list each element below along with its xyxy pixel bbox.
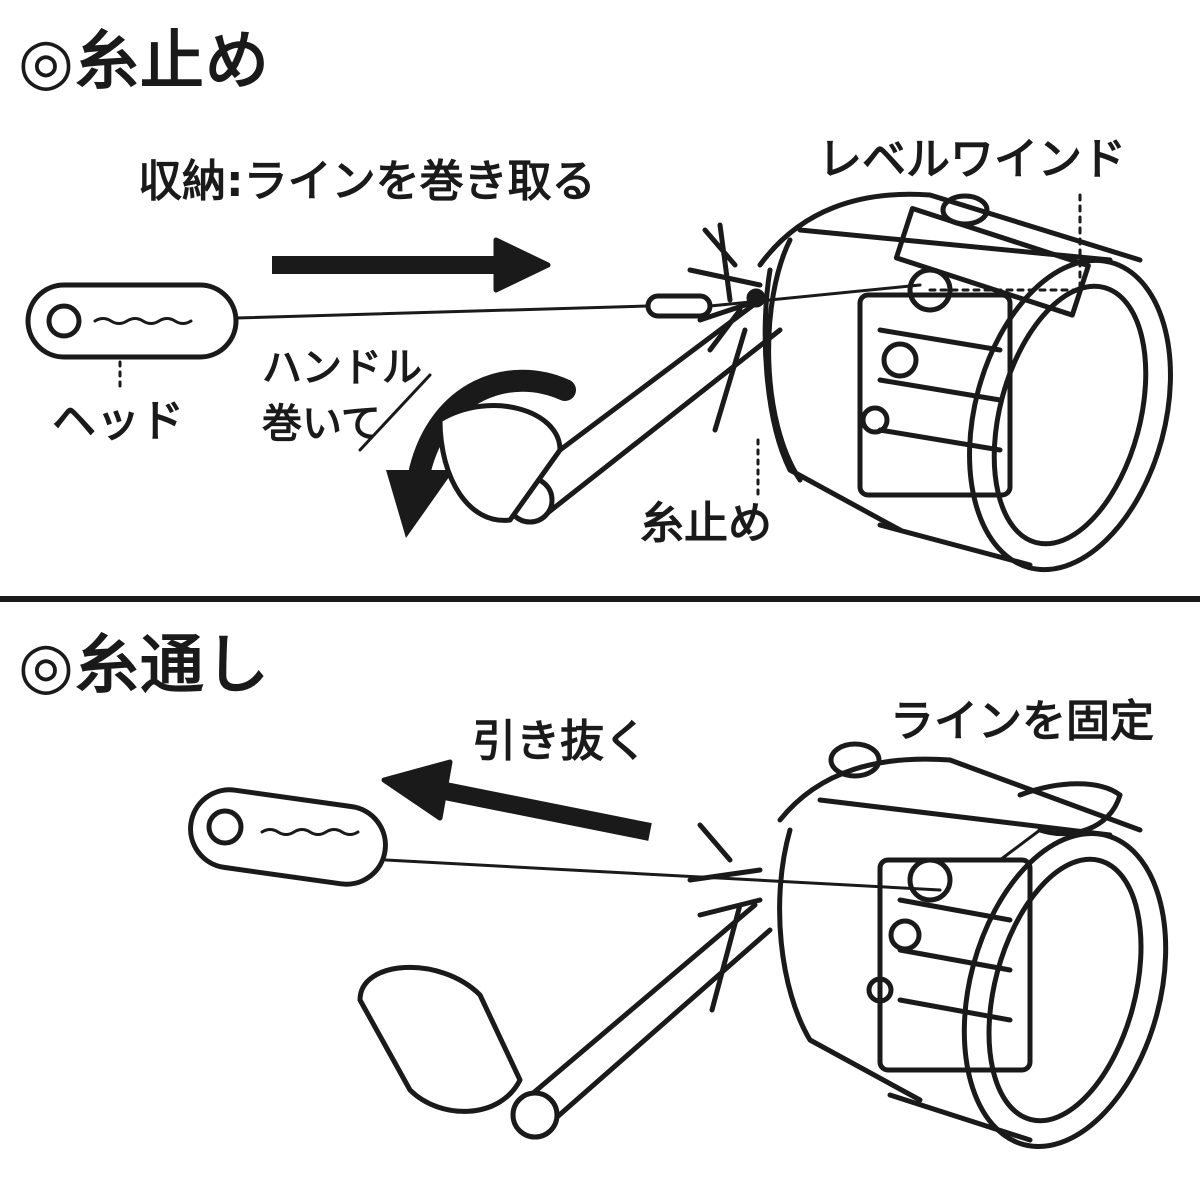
arrow-right-icon <box>272 240 548 290</box>
arrow-left-icon <box>384 762 650 832</box>
